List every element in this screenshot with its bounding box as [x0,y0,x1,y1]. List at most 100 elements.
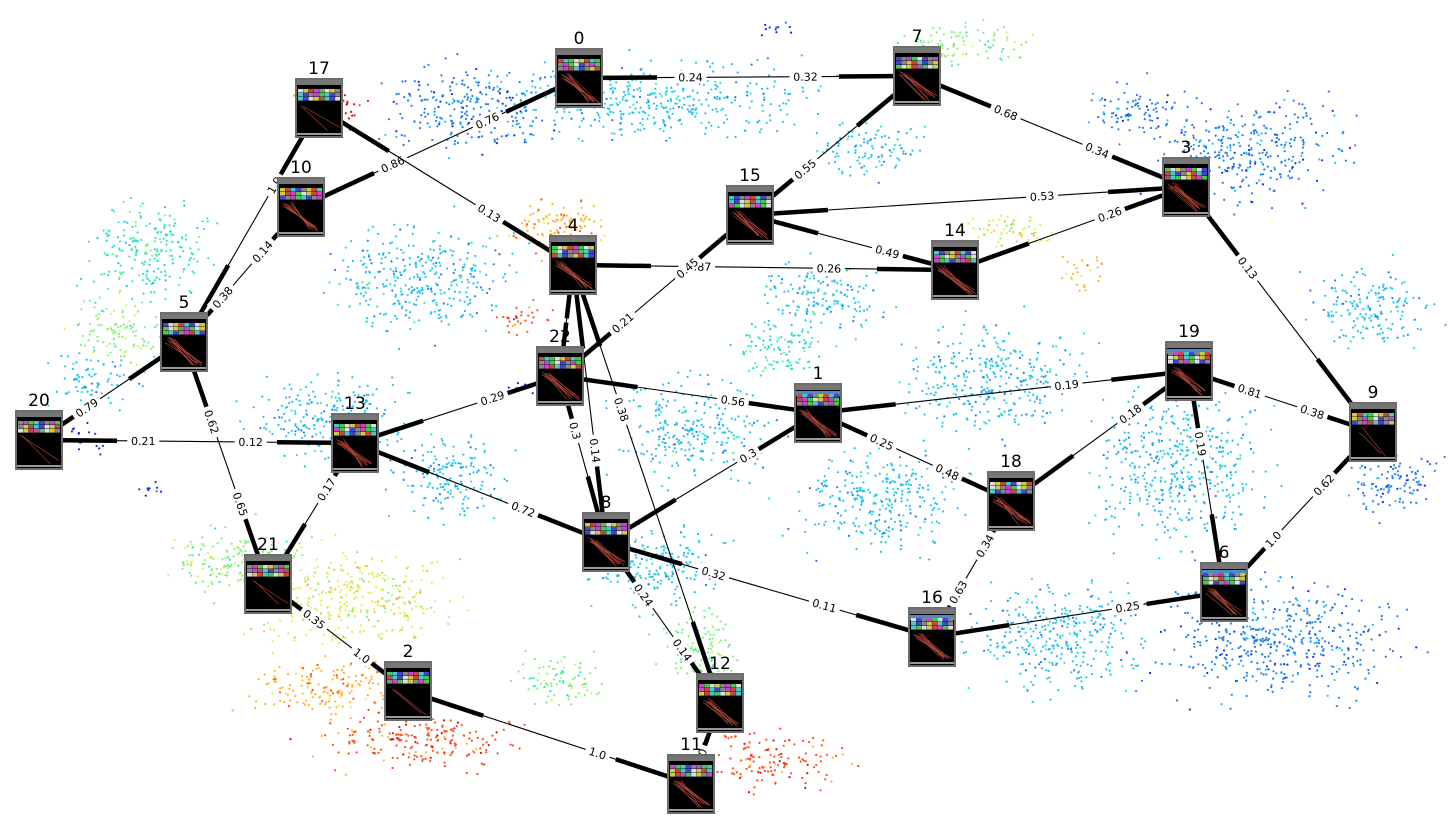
scatter-point [1302,143,1305,146]
scatter-point [929,392,933,395]
scatter-point [433,310,436,313]
scatter-point [977,53,980,56]
scatter-point [677,440,680,443]
scatter-point [695,112,698,115]
scatter-point [114,270,117,273]
scatter-point [1399,475,1402,478]
scatter-point [1060,619,1063,622]
scatter-point [1005,680,1008,683]
scatter-point [99,453,102,456]
scatter-point [1188,665,1191,668]
scatter-point [1357,609,1361,612]
scatter-point [1224,391,1227,395]
scatter-point [1340,328,1343,332]
scatter-point [1294,660,1297,663]
scatter-point [181,236,184,239]
scatter-point [153,279,156,282]
scatter-point [1081,661,1085,664]
scatter-point [1368,308,1372,311]
scatter-point [480,92,483,96]
scatter-point [1187,449,1190,452]
scatter-point [465,71,468,74]
scatter-point [790,283,793,286]
scatter-point [852,297,856,300]
scatter-point [1219,653,1222,657]
scatter-point [667,382,670,385]
scatter-point [1387,327,1390,330]
scatter-point [112,337,115,341]
scatter-point [989,364,993,367]
scatter-point [1264,571,1267,574]
scatter-point [395,135,398,139]
scatter-point [353,114,356,117]
scatter-point [990,600,993,603]
scatter-point [348,305,351,308]
scatter-point [1169,506,1172,509]
scatter-point [884,507,888,510]
scatter-point [1108,505,1111,508]
scatter-point [1040,633,1043,637]
scatter-point [119,364,122,367]
scatter-point [1121,477,1124,480]
scatter-point [523,106,526,109]
scatter-point [417,295,420,298]
scatter-point [1090,420,1093,423]
scatter-point [570,220,573,223]
scatter-point [712,452,715,455]
scatter-point [855,487,858,490]
scatter-point [81,376,84,379]
scatter-point [1348,634,1352,637]
scatter-point [1016,376,1019,379]
scatter-point [464,117,468,120]
scatter-point [1286,89,1289,93]
scatter-point [337,392,340,395]
scatter-point [1220,481,1224,484]
scatter-point [1389,276,1392,279]
scatter-point [1365,507,1368,511]
scatter-point [999,348,1002,351]
scatter-point [305,409,308,412]
scatter-point [1060,646,1064,650]
scatter-point [1215,649,1218,652]
scatter-point [707,121,711,124]
scatter-point [965,52,968,55]
scatter-point [1185,516,1188,519]
scatter-point [1144,424,1148,427]
scatter-point [452,250,455,253]
scatter-point [1211,457,1214,460]
scatter-point [536,210,540,213]
scatter-point [661,441,664,444]
scatter-point [985,50,988,53]
scatter-point [950,64,954,67]
scatter-point [1306,607,1309,610]
scatter-point [688,104,691,107]
scatter-point [997,241,1000,244]
scatter-point [703,441,707,444]
scatter-point [1379,311,1382,314]
scatter-point [1317,665,1320,668]
scatter-point [878,508,882,511]
scatter-point [603,234,606,237]
scatter-point [844,484,847,487]
scatter-point [675,451,678,454]
scatter-point [312,390,315,393]
scatter-point [858,508,862,511]
scatter-point [1008,642,1011,645]
scatter-point [1173,648,1176,651]
scatter-point [979,428,982,431]
scatter-point [1000,357,1003,360]
scatter-point [1208,438,1212,441]
scatter-point [1229,122,1232,125]
scatter-point [305,426,308,429]
scatter-point [450,304,453,307]
scatter-point [1412,296,1415,299]
scatter-point [1220,432,1223,435]
scatter-point [1080,676,1083,679]
scatter-point [651,91,654,95]
scatter-point [1394,500,1397,503]
scatter-point [1280,671,1283,674]
scatter-point [1039,398,1042,401]
scatter-point [890,503,893,506]
scatter-point [1365,505,1368,508]
scatter-point [1056,655,1059,658]
